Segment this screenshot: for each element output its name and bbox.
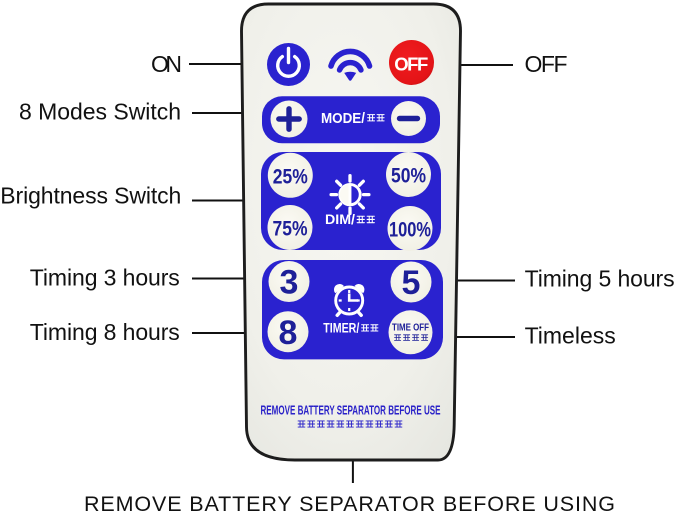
svg-text:3: 3 [280,264,299,302]
svg-text:8 Modes Switch: 8 Modes Switch [19,98,181,124]
svg-text:100%: 100% [389,219,431,242]
svg-text:Brightness Switch: Brightness Switch [0,182,181,208]
svg-text:MODE/: MODE/ [321,111,365,127]
svg-text:8: 8 [279,314,298,352]
svg-text:Timing 3 hours: Timing 3 hours [30,265,180,291]
svg-text:REMOVE BATTERY SEPARATOR BEFOR: REMOVE BATTERY SEPARATOR BEFORE USING [84,492,615,516]
svg-text:DIM/: DIM/ [325,212,355,227]
svg-text:Timing 8 hours: Timing 8 hours [30,319,180,345]
svg-text:ON: ON [151,51,182,77]
svg-text:50%: 50% [391,165,426,188]
svg-text:25%: 25% [273,165,308,188]
svg-text:OFF: OFF [394,54,428,75]
svg-text:Timeless: Timeless [525,323,616,349]
svg-text:TIME OFF: TIME OFF [392,323,429,334]
svg-text:REMOVE BATTERY SEPARATOR BEFOR: REMOVE BATTERY SEPARATOR BEFORE USE [261,403,441,417]
svg-text:75%: 75% [273,218,308,241]
svg-text:TIMER/: TIMER/ [323,320,359,335]
svg-text:5: 5 [402,264,421,302]
svg-text:Timing 5 hours: Timing 5 hours [525,266,675,292]
svg-text:OFF: OFF [525,51,568,77]
